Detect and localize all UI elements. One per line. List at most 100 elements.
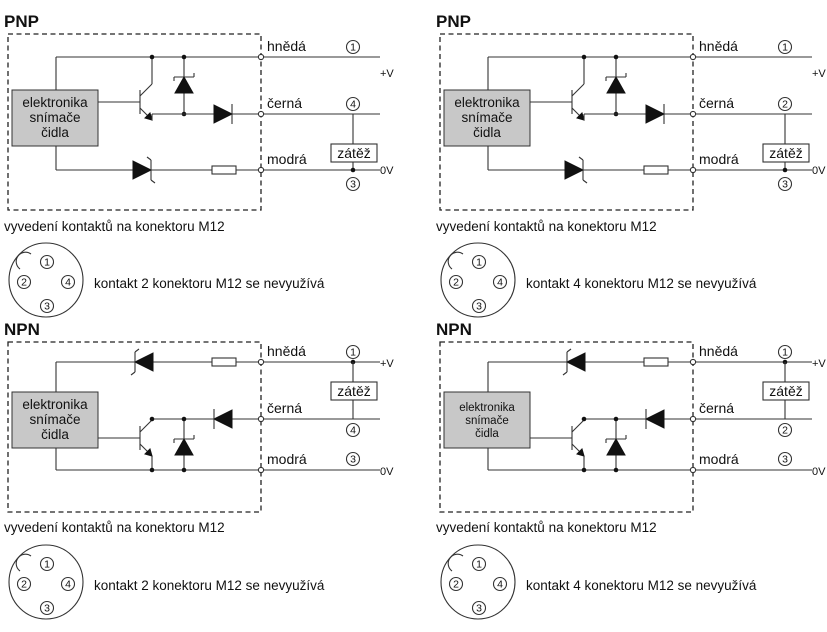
plus-v-label: +V <box>380 68 394 80</box>
junction-dot <box>613 416 619 422</box>
terminal <box>689 53 697 61</box>
connector-pin-4-label: 4 <box>497 579 503 591</box>
plus-v-label: +V <box>380 358 394 370</box>
junction-dot <box>613 54 619 60</box>
emitter-arrow <box>144 112 153 121</box>
connector-pin-3-label: 3 <box>476 301 482 313</box>
unused-contact-note: kontakt 4 konektoru M12 se nevyužívá <box>526 276 757 291</box>
electronics-label-line2: snímače <box>29 412 80 427</box>
brown-wire-label: hnědá <box>699 38 738 54</box>
electronics-label-line3: čidla <box>473 125 501 140</box>
diode-symbol <box>645 104 666 124</box>
connector-pin-1-label: 1 <box>476 559 482 571</box>
connector-pin-2 <box>16 576 32 592</box>
junction-dot <box>782 167 788 173</box>
load-box <box>330 381 378 401</box>
connector-caption: vyvedení kontaktů na konektoru M12 <box>4 219 225 234</box>
pin-blue <box>345 451 361 467</box>
zero-v-label: 0V <box>380 466 394 478</box>
unused-contact-note: kontakt 2 konektoru M12 se nevyužívá <box>94 276 325 291</box>
connector-pin-3 <box>39 600 55 616</box>
diode-symbol <box>213 104 234 124</box>
emitter-arrow <box>576 112 585 121</box>
zener-bend <box>582 179 588 184</box>
connector-pin-2-label: 2 <box>453 579 459 591</box>
brown-wire-label: hnědá <box>699 343 738 359</box>
load-box <box>762 381 810 401</box>
electronics-label-line3: čidla <box>41 125 69 140</box>
sensor-electronics-box <box>443 391 531 449</box>
black-wire-label: černá <box>267 400 302 416</box>
black-wire-label: černá <box>267 95 302 111</box>
sensor-housing-outline <box>439 341 694 513</box>
diode-symbol <box>644 409 665 429</box>
junction-dot <box>149 416 155 422</box>
diode-symbol <box>132 160 153 180</box>
blue-wire-label: modrá <box>699 151 739 167</box>
panel-4-npn: NPNelektronikasnímačečidlahnědáčernámodr… <box>436 320 826 620</box>
connector-pin-3 <box>471 600 487 616</box>
black-wire-label: černá <box>699 400 734 416</box>
emitter-arrow <box>576 448 585 457</box>
plus-v-label: +V <box>812 358 826 370</box>
pin-blue <box>345 176 361 192</box>
diode-symbol <box>133 352 154 372</box>
resistor-symbol <box>643 357 669 367</box>
connector-pin-4-label: 4 <box>65 277 71 289</box>
pin-brown-label: 1 <box>350 347 356 359</box>
emitter-arrow <box>144 448 153 457</box>
zener-bend <box>150 179 156 184</box>
zener-bend <box>578 156 584 161</box>
connector-pin-3 <box>471 298 487 314</box>
electronics-label-line1: elektronika <box>459 402 515 414</box>
connector-pin-1 <box>39 254 55 270</box>
sensor-housing-outline <box>7 341 262 513</box>
transistor-collector <box>139 419 153 433</box>
connector-pin-3-label: 3 <box>476 603 482 615</box>
electronics-label-line1: elektronika <box>22 397 88 412</box>
plus-v-label: +V <box>812 68 826 80</box>
connector-key-notch <box>447 553 464 572</box>
connector-pin-4 <box>60 576 76 592</box>
connector-pin-4-label: 4 <box>65 579 71 591</box>
zener-bend <box>130 371 136 376</box>
terminal <box>689 466 697 474</box>
pin-blue <box>777 176 793 192</box>
m12-connector-face <box>8 242 84 318</box>
terminal <box>257 415 265 423</box>
pin-blue-label: 3 <box>350 179 356 191</box>
connector-key-notch <box>15 553 32 572</box>
junction-dot <box>149 54 155 60</box>
connector-pin-1-label: 1 <box>44 257 50 269</box>
connector-pin-1 <box>471 556 487 572</box>
brown-wire-label: hnědá <box>267 38 306 54</box>
connector-pin-2 <box>16 274 32 290</box>
sensor-electronics-box <box>443 89 531 147</box>
connector-pin-2-label: 2 <box>21 277 27 289</box>
pin-black <box>777 422 793 438</box>
load-label: zátěž <box>337 383 370 399</box>
zener-diode-symbol <box>606 437 626 456</box>
electronics-label-line2: snímače <box>465 415 508 427</box>
electronics-label-line1: elektronika <box>22 95 88 110</box>
resistor-symbol <box>211 357 237 367</box>
terminal <box>689 415 697 423</box>
connector-pin-2 <box>448 274 464 290</box>
load-label: zátěž <box>769 383 802 399</box>
junction-dot <box>181 54 187 60</box>
transistor-collector <box>571 83 585 97</box>
connector-pin-3-label: 3 <box>44 603 50 615</box>
connector-pin-4 <box>492 274 508 290</box>
zero-v-label: 0V <box>812 165 826 177</box>
pin-black <box>777 96 793 112</box>
connector-pin-1-label: 1 <box>44 559 50 571</box>
load-label: zátěž <box>769 145 802 161</box>
m12-connector-face <box>8 544 84 620</box>
junction-dot <box>149 467 155 473</box>
pin-blue <box>777 451 793 467</box>
pin-brown <box>777 344 793 360</box>
junction-dot <box>581 416 587 422</box>
sensor-housing-outline <box>7 33 262 211</box>
pin-brown <box>777 39 793 55</box>
